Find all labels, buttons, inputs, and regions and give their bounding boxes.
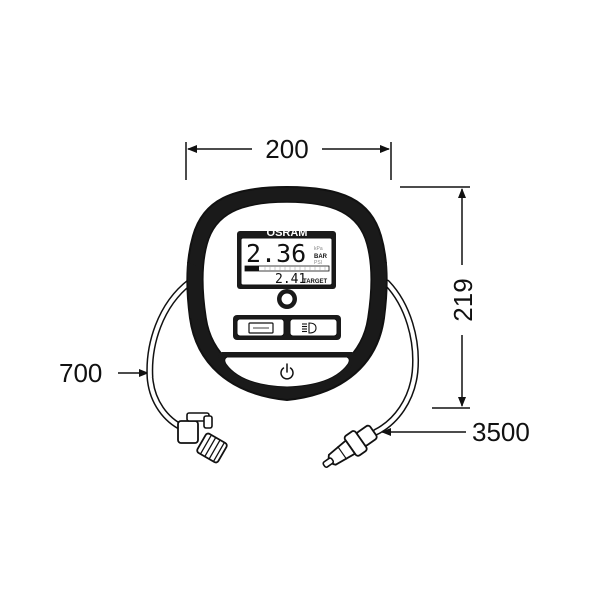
hose-length-label: 700 [59,358,102,388]
lcd-screen [240,237,333,286]
left-side-band [187,262,198,320]
cable-line-inner [374,281,418,434]
width-label: 200 [265,134,308,164]
cable-length-callout: 3500 [381,417,530,447]
valve-connector [177,412,228,464]
lcd-faint-unit-top: kPa [314,246,323,252]
pressure-bar-fill [245,266,259,271]
valve-body [177,420,199,444]
pressure-unit: BAR [314,254,328,260]
height-label: 219 [448,278,478,321]
target-reading: 2.41 [275,272,306,287]
power-icon[interactable] [280,363,294,380]
right-side-band [376,262,387,320]
plug-tip [322,457,335,468]
air-hose [146,278,194,432]
lcd-faint-unit-bottom: PSI [314,260,322,266]
hose-line-inner [147,280,192,430]
car-plug [322,424,378,468]
cable-length-label: 3500 [472,417,530,447]
height-dimension: 219 [400,186,478,409]
width-dimension: 200 [185,134,392,180]
valve-threaded-tip [196,432,228,464]
pressure-bar-ticks [264,266,326,271]
hose-length-callout: 700 [59,358,149,388]
target-label: TARGET [303,279,328,285]
brand-logo: OSRAM [267,227,308,239]
light-button[interactable] [289,318,338,337]
power-cable [372,279,420,436]
compressor-device: OSRAM 2.36 kPa BAR PSI 2.41 TARGET [186,185,388,402]
target-set-button-inner[interactable] [280,292,294,306]
pressure-reading: 2.36 [246,239,306,268]
valve-lever-end [203,415,213,429]
light-icon[interactable] [302,322,317,334]
unit-icon[interactable] [248,322,274,334]
